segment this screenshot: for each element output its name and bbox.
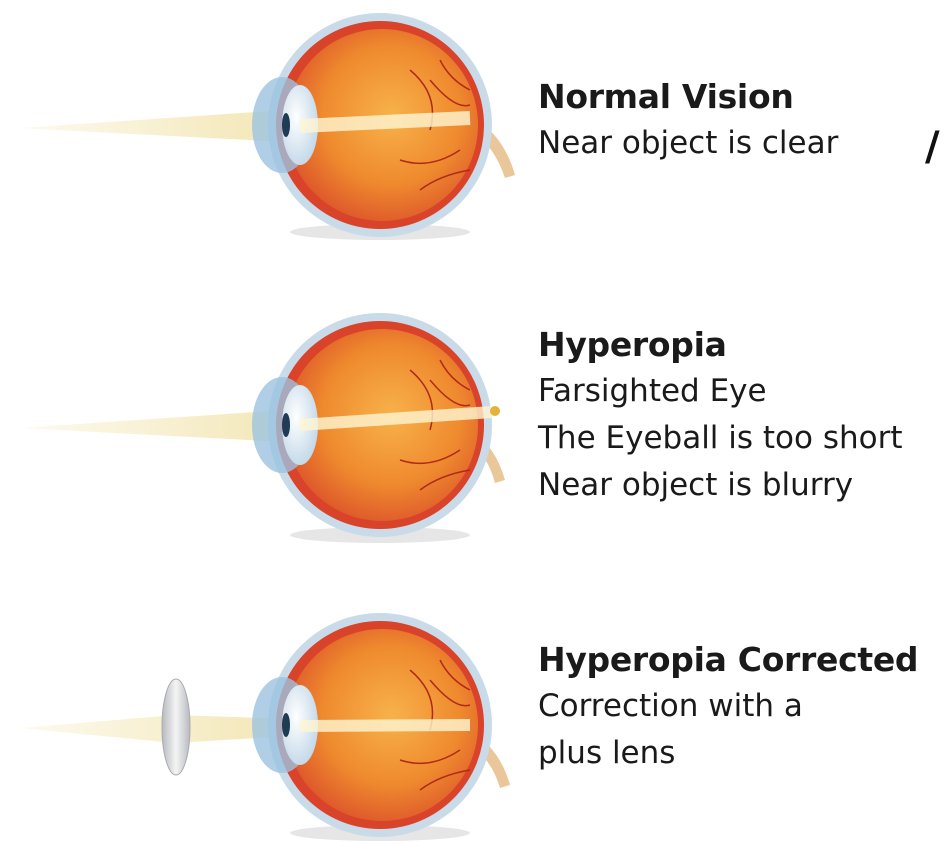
eyeball-icon — [252, 313, 505, 537]
hyperopia-text: Hyperopia Farsighted Eye The Eyeball is … — [538, 322, 903, 509]
hyperopia-line-2: The Eyeball is too short — [538, 415, 903, 462]
panel-hyperopia: Hyperopia Farsighted Eye The Eyeball is … — [0, 280, 949, 550]
hyperopia-line-1: Farsighted Eye — [538, 368, 903, 415]
panel-normal-vision: Normal Vision Near object is clear / — [0, 0, 949, 250]
normal-vision-text: Normal Vision Near object is clear — [538, 74, 838, 167]
panel-hyperopia-corrected: Hyperopia Corrected Correction with a pl… — [0, 575, 949, 844]
corrected-eye-diagram — [0, 575, 520, 844]
corrected-title: Hyperopia Corrected — [538, 637, 918, 683]
normal-vision-line-1: Near object is clear — [538, 120, 838, 167]
eyeball-icon — [252, 613, 510, 837]
corrected-text: Hyperopia Corrected Correction with a pl… — [538, 637, 918, 777]
hyperopia-line-3: Near object is blurry — [538, 462, 903, 509]
eyeball-icon — [252, 13, 515, 237]
cropped-edge-glyph: / — [925, 124, 940, 170]
plus-lens-icon — [162, 679, 190, 775]
focus-point-behind-retina — [490, 406, 500, 416]
normal-eye-diagram — [0, 0, 520, 250]
normal-vision-title: Normal Vision — [538, 74, 838, 120]
hyperopia-eye-diagram — [0, 280, 520, 550]
corrected-line-1: Correction with a — [538, 683, 918, 730]
hyperopia-title: Hyperopia — [538, 322, 903, 368]
corrected-line-2: plus lens — [538, 730, 918, 777]
